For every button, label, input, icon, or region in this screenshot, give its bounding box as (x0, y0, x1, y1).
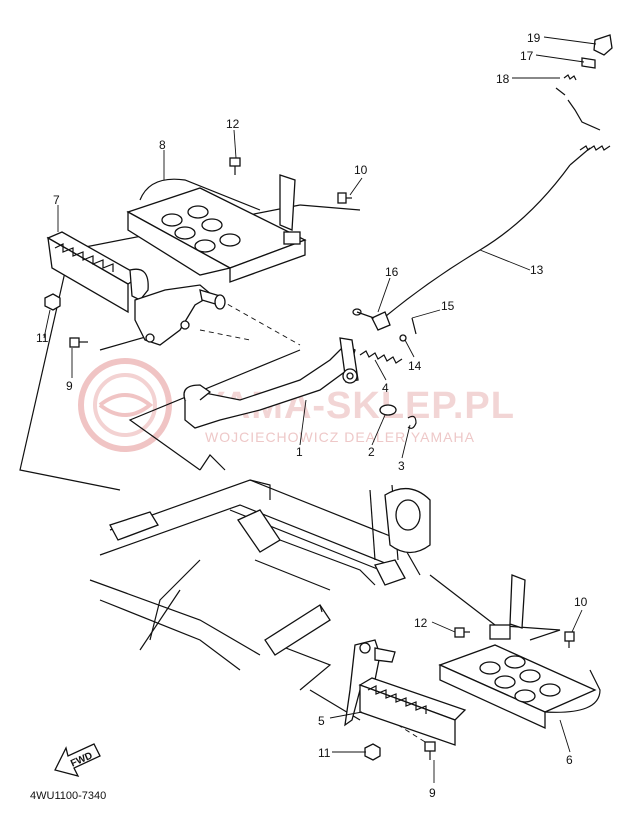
right-footrest (358, 677, 467, 746)
small-parts (352, 308, 417, 429)
nut-icon (44, 293, 61, 311)
bolt-icon (337, 192, 352, 204)
callout-19: 19 (527, 31, 541, 45)
callout-3: 3 (398, 459, 405, 473)
callout-14: 14 (408, 359, 422, 373)
left-step-plate (126, 174, 307, 283)
callout-6: 6 (566, 753, 573, 767)
callout-7: 7 (53, 193, 60, 207)
right-step-plate (438, 574, 601, 730)
callout-12-left: 12 (226, 117, 240, 131)
brake-pedal (183, 337, 359, 429)
bolt-icon (69, 337, 88, 348)
left-footrest-bracket (134, 284, 226, 346)
callouts: 1 2 3 4 5 6 7 8 9 9 10 10 11 11 12 12 13… (36, 31, 588, 800)
watermark-logo-icon (78, 358, 172, 452)
callout-10-right: 10 (574, 595, 588, 609)
callout-2: 2 (368, 445, 375, 459)
callout-13: 13 (530, 263, 544, 277)
forward-arrow-icon: FWD (54, 743, 101, 777)
callout-11-right: 11 (318, 746, 331, 760)
fasteners (44, 157, 575, 761)
callout-4: 4 (382, 381, 389, 395)
watermark: YAMA-SKLEP.PL WOJCIECHOWICZ DEALER YAMAH… (78, 358, 514, 452)
callout-5: 5 (318, 714, 325, 728)
callout-10-left: 10 (354, 163, 368, 177)
frame (89, 454, 431, 671)
callout-11-left: 11 (36, 331, 49, 345)
callout-8: 8 (159, 138, 166, 152)
bolt-icon (454, 627, 470, 638)
bolt-icon (564, 631, 575, 648)
leader-lines (43, 36, 597, 783)
callout-1: 1 (296, 445, 303, 459)
callout-15: 15 (441, 299, 455, 313)
callout-9-left: 9 (66, 379, 73, 393)
bolt-icon (229, 157, 241, 175)
callout-17: 17 (520, 49, 534, 63)
nut-icon (364, 743, 381, 761)
right-footrest-bracket (344, 639, 396, 727)
callout-12-right: 12 (414, 616, 428, 630)
callout-9-right: 9 (429, 786, 436, 800)
diagram-code: 4WU1100-7340 (30, 790, 106, 802)
callout-18: 18 (496, 72, 510, 86)
watermark-subtitle: WOJCIECHOWICZ DEALER YAMAHA (205, 429, 475, 445)
callout-16: 16 (385, 265, 399, 279)
bolt-icon (424, 741, 436, 760)
